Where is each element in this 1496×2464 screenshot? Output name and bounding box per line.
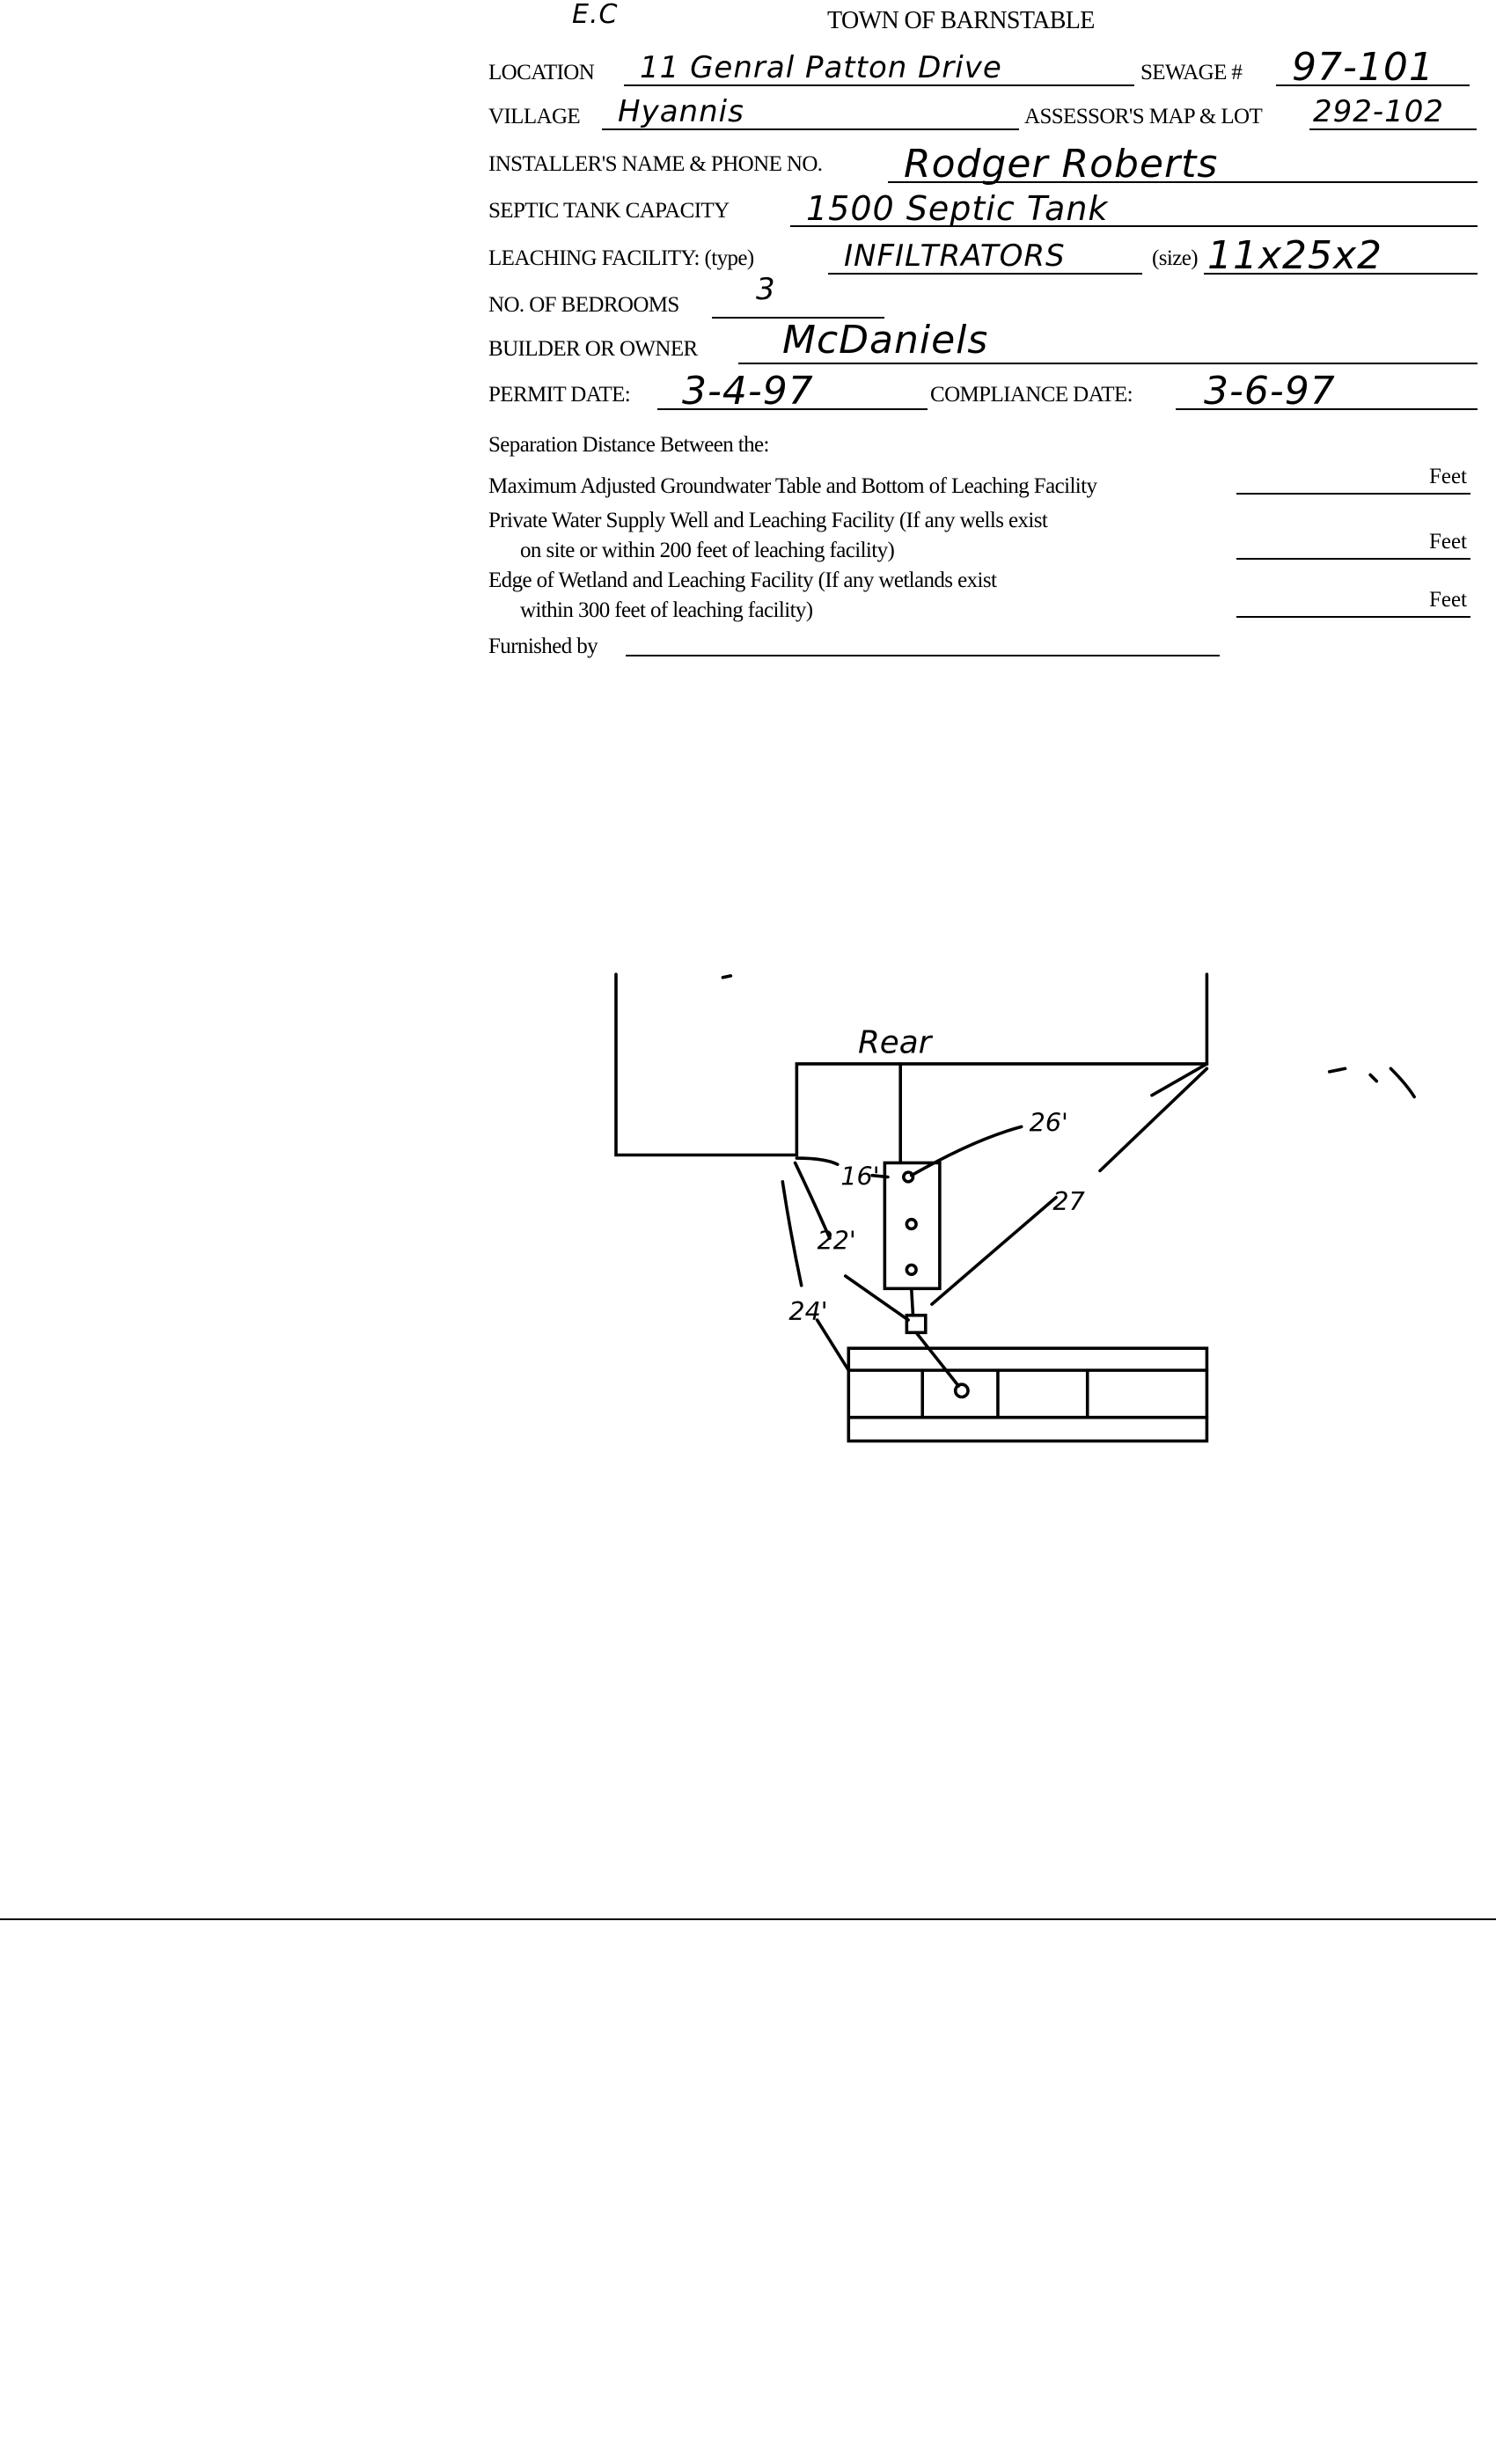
builder-label: BUILDER OR OWNER — [488, 337, 698, 361]
location-field[interactable]: 11 Genral Patton Drive — [624, 50, 1134, 86]
bedrooms-value: 3 — [756, 272, 776, 307]
dim-26-label: 26' — [1030, 1108, 1068, 1138]
septic-field[interactable]: 1500 Septic Tank — [790, 190, 1478, 227]
compliance-field[interactable]: 3-6-97 — [1176, 368, 1478, 414]
outlet-pipe — [909, 1287, 915, 1317]
builder-value: McDaniels — [782, 318, 989, 363]
permit-label: PERMIT DATE: — [488, 383, 631, 407]
house-outline — [614, 972, 1209, 1157]
separation-heading: Separation Distance Between the: — [488, 433, 769, 457]
village-field[interactable]: Hyannis — [602, 94, 1019, 130]
dim-27-label: 27 — [1052, 1186, 1084, 1216]
permit-field[interactable]: 3-4-97 — [657, 368, 928, 414]
bedrooms-label: NO. OF BEDROOMS — [488, 293, 679, 317]
feet-unit: Feet — [1428, 530, 1467, 554]
size-field[interactable]: 11x25x2 — [1204, 231, 1478, 275]
tank-port — [905, 1263, 918, 1276]
distribution-box — [905, 1313, 928, 1335]
groundwater-feet-field[interactable]: Feet — [1236, 463, 1470, 495]
bedrooms-field[interactable]: 3 — [712, 272, 884, 319]
tank-port — [902, 1170, 915, 1184]
compliance-value: 3-6-97 — [1204, 369, 1336, 414]
dim-24-arc — [781, 1180, 803, 1287]
village-value: Hyannis — [618, 94, 744, 129]
tick-mark — [721, 974, 733, 979]
separation-wetland-line2: within 300 feet of leaching facility) — [520, 598, 813, 622]
size-label: (size) — [1152, 246, 1199, 270]
office-mark: E.C — [572, 0, 619, 30]
size-value: 11x25x2 — [1207, 233, 1383, 278]
dim-24-line — [815, 1318, 851, 1372]
septic-value: 1500 Septic Tank — [806, 189, 1109, 228]
location-value: 11 Genral Patton Drive — [640, 50, 1002, 85]
separation-groundwater: Maximum Adjusted Groundwater Table and B… — [488, 474, 1097, 498]
leaching-label: LEACHING FACILITY: (type) — [488, 246, 754, 270]
separation-well-line2: on site or within 200 feet of leaching f… — [520, 539, 895, 562]
builder-field[interactable]: McDaniels — [738, 320, 1478, 364]
feet-unit: Feet — [1428, 465, 1467, 488]
separation-wetland-line1: Edge of Wetland and Leaching Facility (I… — [488, 568, 997, 592]
leach-pipe — [914, 1331, 961, 1388]
dim-26-line — [909, 1125, 1023, 1177]
leach-port — [953, 1382, 970, 1399]
sewage-label: SEWAGE # — [1140, 61, 1243, 84]
furnished-field[interactable] — [626, 625, 1220, 656]
compliance-label: COMPLIANCE DATE: — [930, 383, 1133, 407]
installer-value: Rodger Roberts — [904, 142, 1219, 187]
dim-26-line2 — [1150, 1062, 1209, 1097]
leaching-field — [847, 1346, 1209, 1443]
dim-22-line — [843, 1274, 910, 1322]
installer-label: INSTALLER'S NAME & PHONE NO. — [488, 152, 823, 176]
dim-24-label: 24' — [788, 1296, 827, 1326]
assessor-value: 292-102 — [1313, 94, 1445, 129]
dim-27-line — [930, 1195, 1058, 1306]
stray-mark — [1327, 1067, 1416, 1099]
rear-label: Rear — [858, 1024, 934, 1060]
sewage-field[interactable]: 97-101 — [1276, 44, 1470, 90]
location-label: LOCATION — [488, 61, 595, 84]
dim-27-line2 — [1098, 1067, 1209, 1173]
tank-port — [905, 1217, 918, 1231]
installer-field[interactable]: Rodger Roberts — [888, 132, 1478, 187]
dim-16-label: 16' — [840, 1161, 879, 1191]
assessor-label: ASSESSOR'S MAP & LOT — [1024, 105, 1263, 128]
village-label: VILLAGE — [488, 105, 581, 128]
dim-16 — [795, 1156, 840, 1166]
dim-22-label: 22' — [818, 1226, 856, 1256]
wetland-feet-field[interactable]: Feet — [1236, 586, 1470, 618]
septic-label: SEPTIC TANK CAPACITY — [488, 199, 730, 223]
leaching-type-field[interactable]: INFILTRATORS — [828, 238, 1142, 275]
feet-unit: Feet — [1428, 588, 1467, 612]
dim-22-arc — [793, 1161, 832, 1240]
page-divider — [0, 1918, 1496, 1920]
form-title: TOWN OF BARNSTABLE — [827, 7, 1095, 34]
furnished-label: Furnished by — [488, 634, 598, 658]
well-feet-field[interactable]: Feet — [1236, 528, 1470, 560]
permit-value: 3-4-97 — [682, 369, 814, 414]
sewage-value: 97-101 — [1292, 45, 1434, 90]
separation-well-line1: Private Water Supply Well and Leaching F… — [488, 509, 1048, 532]
leaching-type-value: INFILTRATORS — [844, 238, 1066, 274]
assessor-field[interactable]: 292-102 — [1309, 94, 1477, 130]
